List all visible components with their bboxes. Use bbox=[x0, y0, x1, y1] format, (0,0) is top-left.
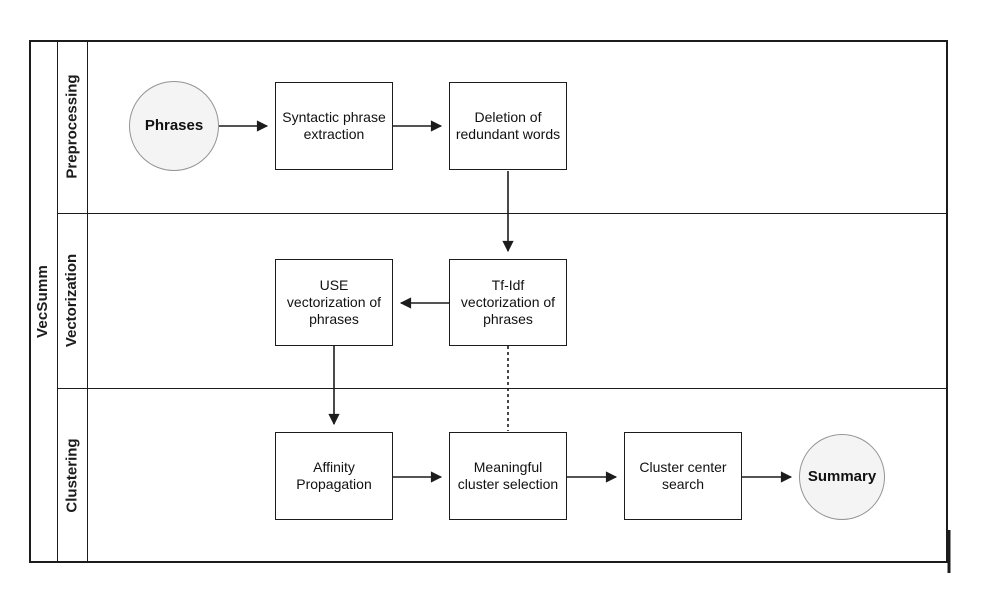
lane-label-clustering: Clustering bbox=[57, 388, 87, 563]
node-phrases: Phrases bbox=[129, 81, 219, 171]
node-affinity-propagation: Affinity Propagation bbox=[275, 432, 393, 520]
lane-label-divider bbox=[87, 40, 88, 563]
pool-title: VecSumm bbox=[29, 40, 57, 563]
lane-label-vectorization: Vectorization bbox=[57, 213, 87, 388]
pool-title-text: VecSumm bbox=[34, 264, 52, 339]
node-syntactic-phrase-extraction: Syntactic phrase extraction bbox=[275, 82, 393, 170]
node-summary: Summary bbox=[799, 434, 885, 520]
node-label: Affinity Propagation bbox=[296, 458, 372, 492]
node-label: Summary bbox=[807, 467, 877, 485]
node-label: Tf-Idf vectorization of phrases bbox=[460, 276, 556, 328]
node-tfidf-vectorization: Tf-Idf vectorization of phrases bbox=[449, 259, 567, 346]
node-label: Deletion of redundant words bbox=[455, 108, 561, 142]
pool-title-divider bbox=[57, 40, 58, 563]
node-deletion-of-redundant-words: Deletion of redundant words bbox=[449, 82, 567, 170]
node-cluster-center-search: Cluster center search bbox=[624, 432, 742, 520]
lane-label-text: Clustering bbox=[63, 438, 81, 513]
lane-separator-vectorization-clustering bbox=[57, 388, 948, 389]
lane-label-text: Preprocessing bbox=[63, 74, 81, 179]
lane-separator-preprocessing-vectorization bbox=[57, 213, 948, 214]
lane-label-text: Vectorization bbox=[63, 253, 81, 348]
node-label: Meaningful cluster selection bbox=[457, 458, 559, 492]
node-meaningful-cluster-selection: Meaningful cluster selection bbox=[449, 432, 567, 520]
node-label: USE vectorization of phrases bbox=[286, 276, 382, 328]
node-label: Syntactic phrase extraction bbox=[282, 108, 386, 142]
lane-label-preprocessing: Preprocessing bbox=[57, 40, 87, 213]
node-label: Cluster center search bbox=[639, 458, 727, 492]
node-label: Phrases bbox=[144, 116, 204, 134]
node-use-vectorization: USE vectorization of phrases bbox=[275, 259, 393, 346]
